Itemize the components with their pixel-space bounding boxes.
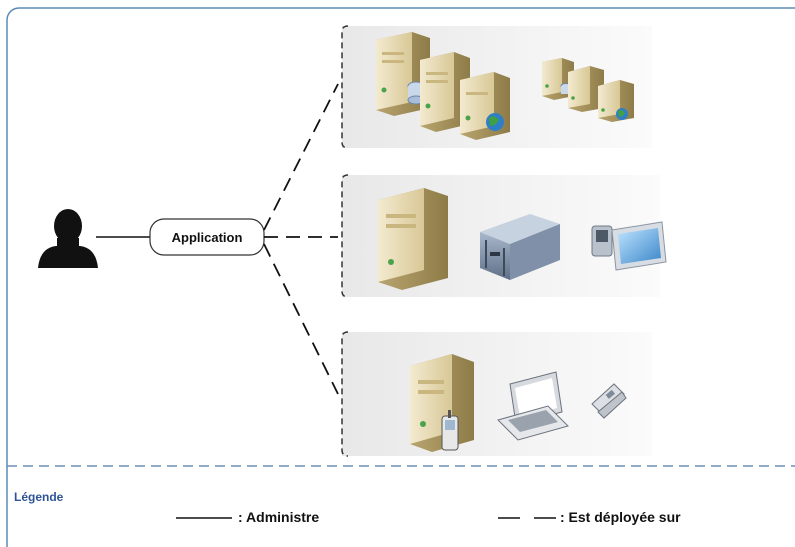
deploy-line-1 bbox=[263, 83, 339, 231]
bracket-3 bbox=[341, 331, 349, 457]
application-label: Application bbox=[171, 229, 243, 245]
group-panel-3 bbox=[342, 332, 652, 456]
tower-server-icon bbox=[378, 188, 448, 290]
legend-title: Légende bbox=[14, 490, 64, 504]
bracket-2 bbox=[341, 174, 349, 298]
server-cluster-small-icon bbox=[542, 58, 634, 122]
mobile-phone-icon bbox=[441, 410, 459, 451]
touch-panel-device-icon bbox=[591, 221, 667, 271]
rack-appliance-icon bbox=[480, 214, 560, 280]
laptop-icon bbox=[497, 371, 569, 441]
legend-deployed-label: : Est déployée sur bbox=[560, 509, 681, 525]
bracket-1 bbox=[341, 25, 349, 149]
user-icon bbox=[38, 209, 98, 268]
legend-administers-label: : Administre bbox=[238, 509, 320, 525]
server-cluster-icon bbox=[376, 32, 510, 140]
outer-frame bbox=[6, 7, 795, 547]
deploy-line-3 bbox=[263, 243, 339, 395]
flip-phone-icon bbox=[591, 383, 627, 419]
